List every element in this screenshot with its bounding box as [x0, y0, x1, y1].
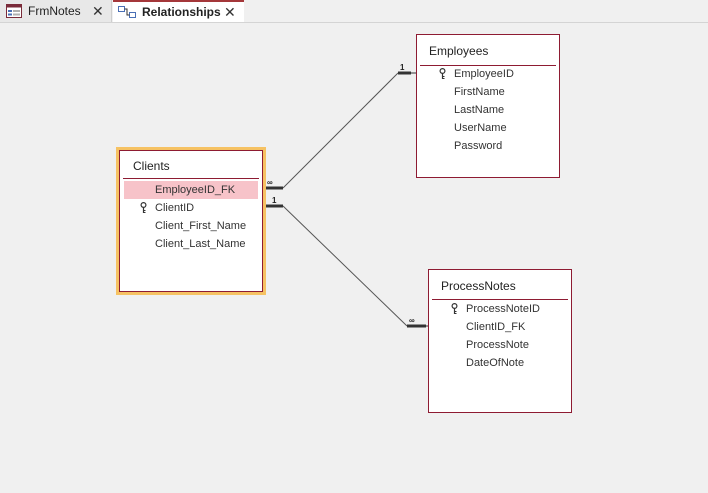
field-name: FirstName: [454, 86, 505, 98]
relationship-clients-processnotes[interactable]: 1 ∞: [266, 196, 429, 328]
tab-relationships-label: Relationships: [142, 5, 221, 19]
table-title: Clients: [133, 159, 170, 173]
field-name: Client_Last_Name: [155, 238, 246, 250]
divider: [123, 178, 259, 179]
document-tab-bar: FrmNotes ✕ Relationships ✕: [0, 0, 708, 23]
field-row[interactable]: EmployeeID: [423, 65, 553, 83]
field-row[interactable]: ClientID: [124, 199, 258, 217]
table-title: ProcessNotes: [441, 279, 516, 293]
many-cardinality-label: ∞: [409, 316, 415, 325]
close-tab-relationships-icon[interactable]: ✕: [224, 4, 236, 20]
field-row[interactable]: LastName: [423, 101, 553, 119]
form-icon: [6, 4, 22, 18]
field-row[interactable]: Password: [423, 137, 553, 155]
tab-relationships[interactable]: Relationships ✕: [113, 0, 244, 22]
field-name: Password: [454, 140, 503, 152]
field-row[interactable]: UserName: [423, 119, 553, 137]
table-processnotes[interactable]: ProcessNotes ProcessNoteID ClientID_FK P…: [428, 269, 572, 413]
table-title: Employees: [429, 44, 489, 58]
divider: [420, 65, 556, 66]
field-name: ProcessNote: [466, 339, 529, 351]
many-cardinality-label: ∞: [267, 178, 273, 187]
field-row[interactable]: ProcessNote: [435, 336, 565, 354]
tab-frmnotes[interactable]: FrmNotes ✕: [0, 0, 112, 22]
table-employees[interactable]: Employees EmployeeID FirstName LastName …: [416, 34, 560, 178]
key-icon: [140, 201, 147, 220]
key-icon: [451, 302, 458, 321]
field-name: ClientID_FK: [466, 321, 526, 333]
relationships-icon: [118, 5, 136, 19]
tab-frmnotes-label: FrmNotes: [28, 4, 81, 18]
field-name: LastName: [454, 104, 505, 116]
field-name: UserName: [454, 122, 507, 134]
field-name: ClientID: [155, 202, 195, 214]
field-row[interactable]: ClientID_FK: [435, 318, 565, 336]
divider: [432, 299, 568, 300]
close-tab-frmnotes-icon[interactable]: ✕: [92, 3, 104, 19]
field-row[interactable]: Client_First_Name: [124, 217, 258, 235]
field-row[interactable]: ProcessNoteID: [435, 300, 565, 318]
key-icon: [439, 67, 446, 86]
field-name: EmployeeID: [454, 68, 514, 80]
field-name: EmployeeID_FK: [155, 184, 236, 196]
one-cardinality-label: 1: [400, 63, 405, 72]
field-row[interactable]: DateOfNote: [435, 354, 565, 372]
field-name: Client_First_Name: [155, 220, 247, 232]
field-row[interactable]: Client_Last_Name: [124, 235, 258, 253]
one-cardinality-label: 1: [272, 196, 277, 205]
relationship-employees-clients[interactable]: 1 ∞: [266, 63, 416, 190]
field-row[interactable]: FirstName: [423, 83, 553, 101]
table-clients[interactable]: Clients EmployeeID_FK ClientID Client_Fi…: [116, 147, 266, 295]
field-row-selected[interactable]: EmployeeID_FK: [124, 181, 258, 199]
field-name: ProcessNoteID: [466, 303, 540, 315]
field-name: DateOfNote: [466, 357, 525, 369]
